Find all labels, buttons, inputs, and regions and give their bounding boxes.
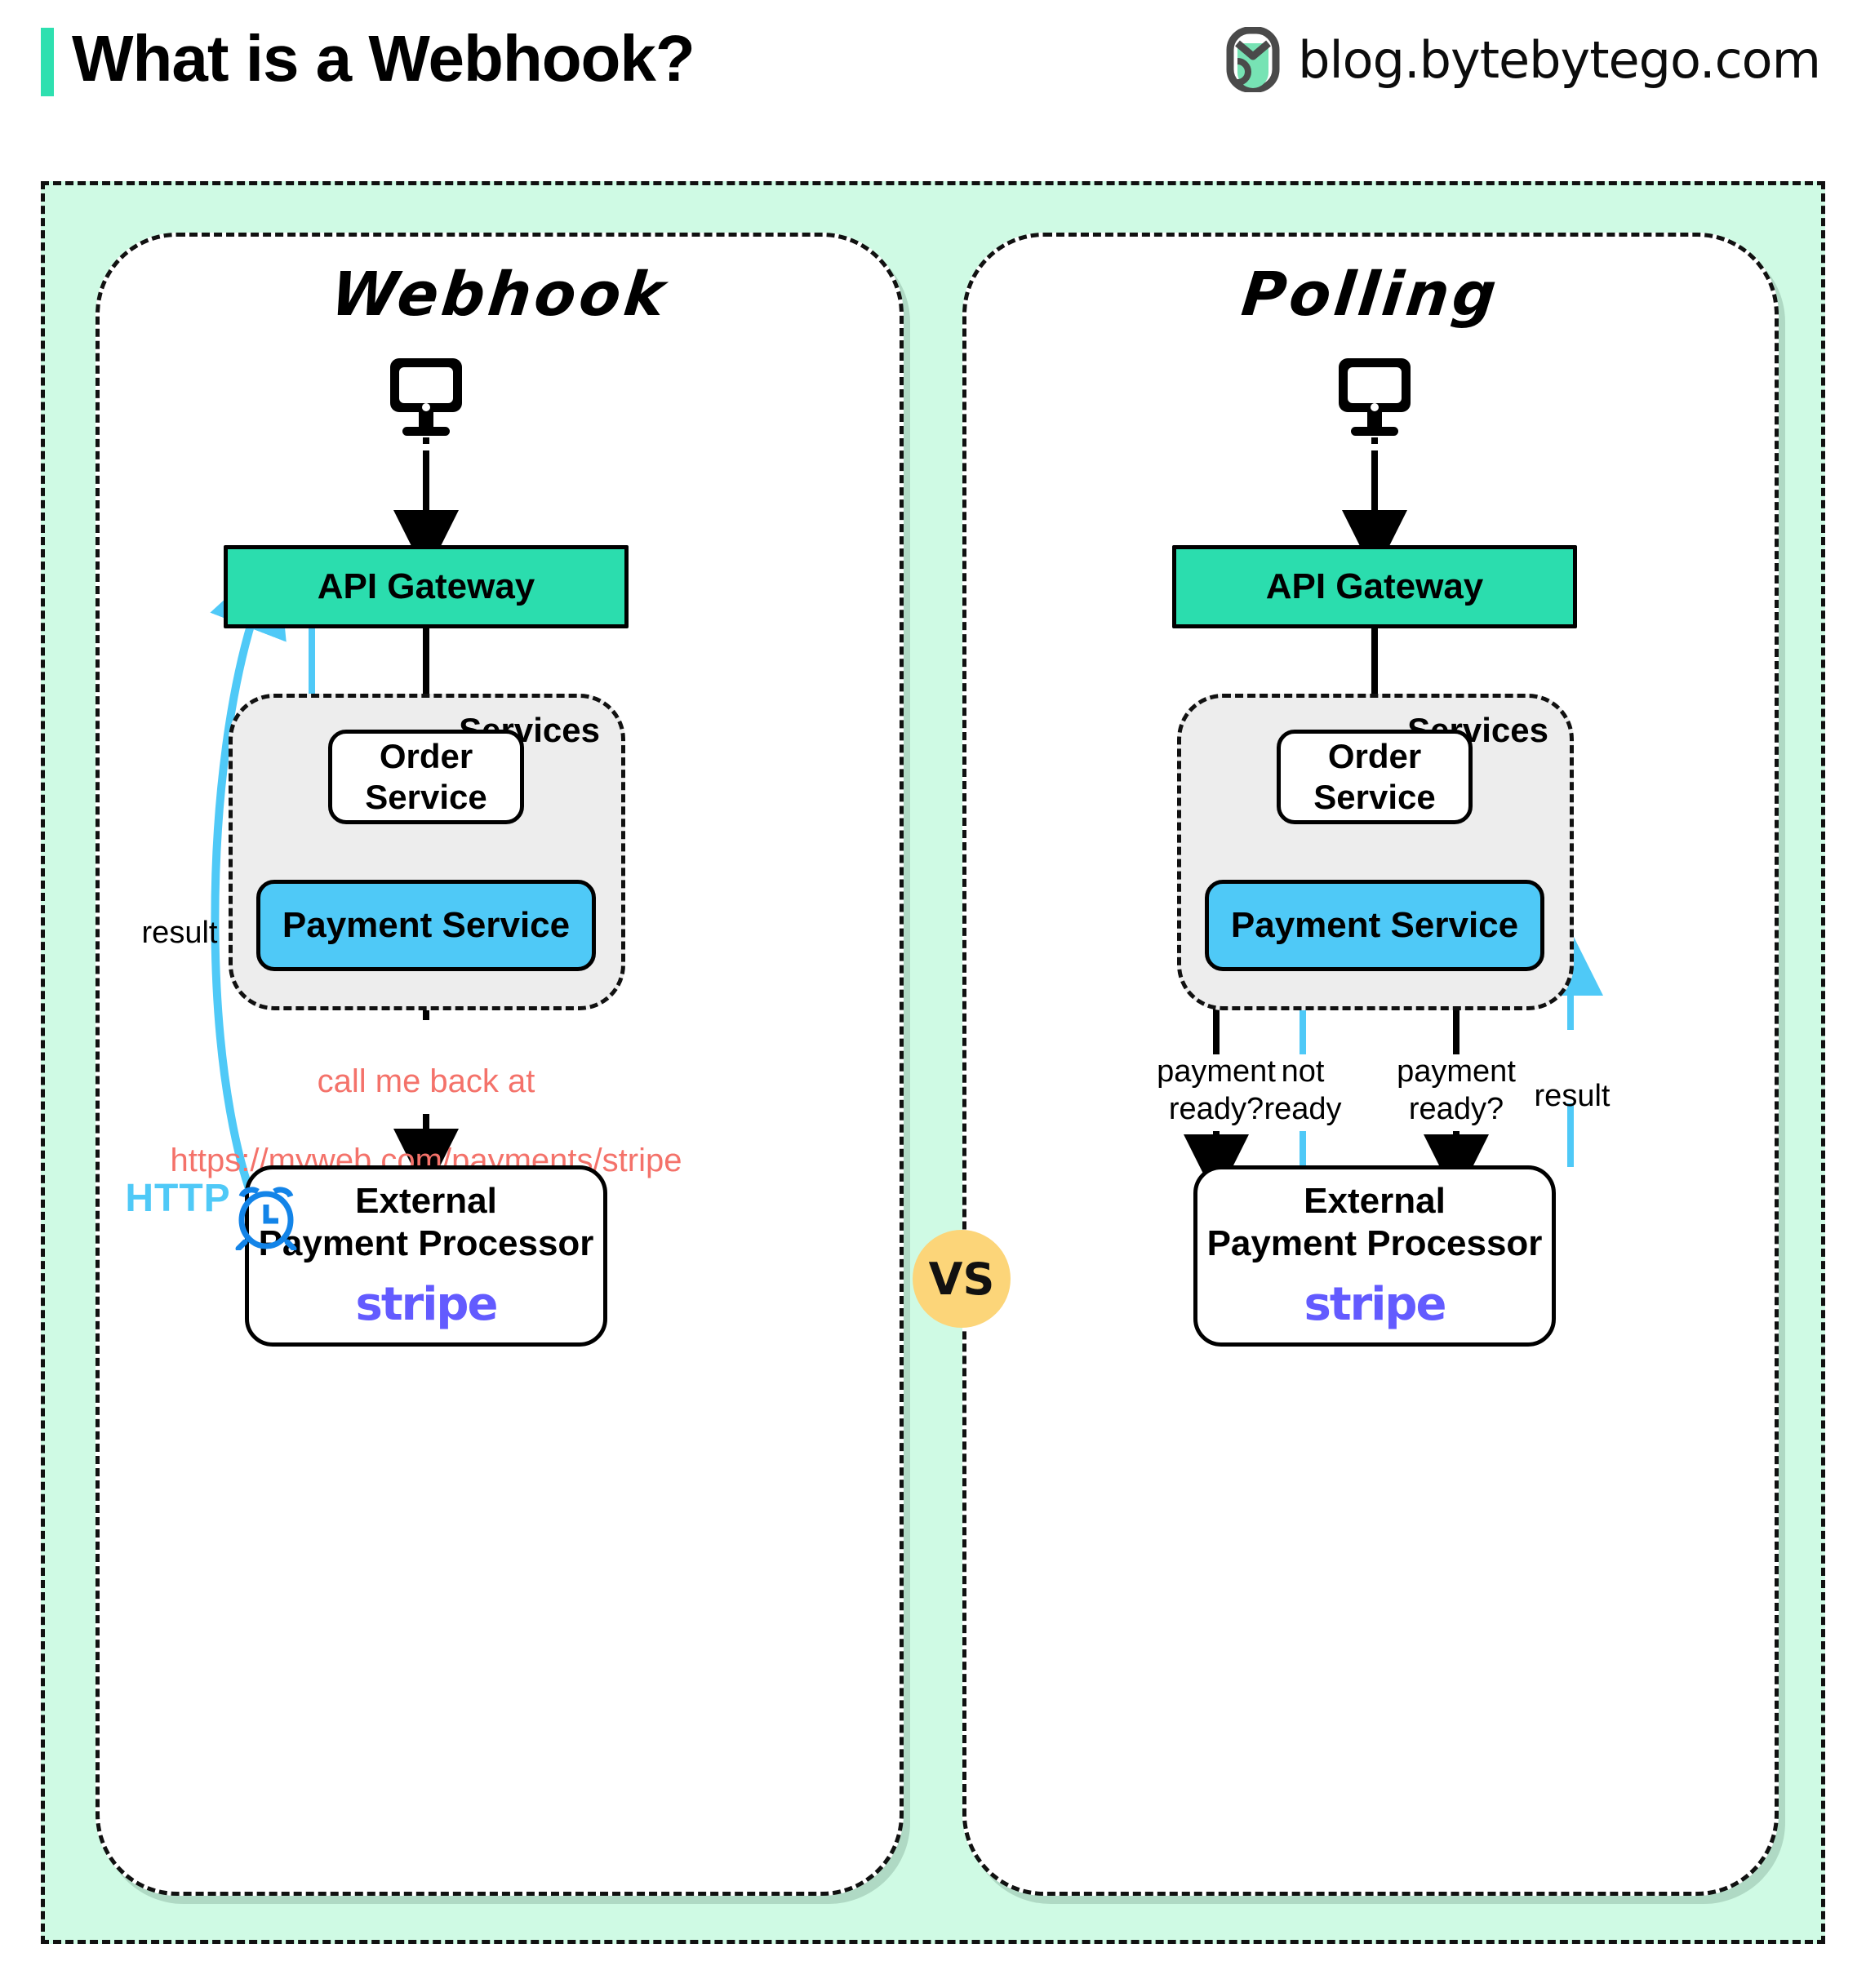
page-header: What is a Webhook? blog.bytebytego.com xyxy=(0,0,1866,131)
webhook-payment-service-label: Payment Service xyxy=(282,905,571,945)
webhook-api-gateway[interactable]: API Gateway xyxy=(224,545,629,628)
page-title: What is a Webhook? xyxy=(72,22,695,95)
title-accent-bar xyxy=(41,28,54,96)
alarm-clock-icon xyxy=(230,1175,302,1254)
desktop-monitor-icon xyxy=(387,355,465,449)
brand-url: blog.bytebytego.com xyxy=(1298,29,1821,90)
panel-webhook-title: Webhook xyxy=(327,260,672,330)
panel-polling-title: Polling xyxy=(1238,260,1503,330)
polling-request-label-1: payment ready? xyxy=(1157,1054,1276,1127)
polling-external-line1: External xyxy=(1304,1180,1446,1221)
webhook-order-service-line2: Service xyxy=(365,778,487,816)
vs-badge: VS xyxy=(913,1230,1011,1328)
webhook-order-service-line1: Order xyxy=(379,737,473,776)
webhook-api-gateway-label: API Gateway xyxy=(317,566,535,606)
polling-external-line2: Payment Processor xyxy=(1206,1223,1543,1264)
polling-payment-service-label: Payment Service xyxy=(1230,905,1519,945)
polling-payment-service[interactable]: Payment Service xyxy=(1205,880,1544,971)
webhook-external-line1: External xyxy=(355,1180,497,1221)
polling-api-gateway-label: API Gateway xyxy=(1265,566,1484,606)
bytebytego-logo-icon xyxy=(1226,26,1280,93)
stripe-logo: stripe xyxy=(1304,1278,1447,1332)
webhook-external-line2: Payment Processor xyxy=(258,1223,594,1264)
webhook-external-processor[interactable]: External Payment Processor stripe xyxy=(245,1165,607,1347)
polling-external-processor[interactable]: External Payment Processor stripe xyxy=(1193,1165,1556,1347)
polling-order-service-line1: Order xyxy=(1327,737,1422,776)
desktop-monitor-icon xyxy=(1335,355,1414,449)
diagram-canvas: VS Webhook xyxy=(41,181,1825,1944)
polling-reply-label-2: result xyxy=(1534,1079,1611,1113)
panel-polling: Polling xyxy=(962,233,1779,1896)
webhook-http-label: HTTP xyxy=(125,1177,231,1220)
polling-order-service[interactable]: Order Service xyxy=(1277,730,1473,824)
polling-api-gateway[interactable]: API Gateway xyxy=(1172,545,1577,628)
webhook-payment-service[interactable]: Payment Service xyxy=(256,880,596,971)
brand-block: blog.bytebytego.com xyxy=(1226,24,1821,95)
stripe-logo: stripe xyxy=(355,1278,499,1332)
webhook-callback-line1: call me back at xyxy=(317,1063,535,1099)
polling-request-label-2: payment ready? xyxy=(1397,1054,1516,1127)
polling-order-service-line2: Service xyxy=(1313,778,1436,816)
webhook-result-label: result xyxy=(141,916,218,950)
panel-webhook: Webhook xyxy=(96,233,904,1896)
webhook-order-service[interactable]: Order Service xyxy=(328,730,524,824)
polling-reply-label-1: not ready xyxy=(1264,1054,1342,1127)
vs-label: VS xyxy=(928,1253,995,1305)
